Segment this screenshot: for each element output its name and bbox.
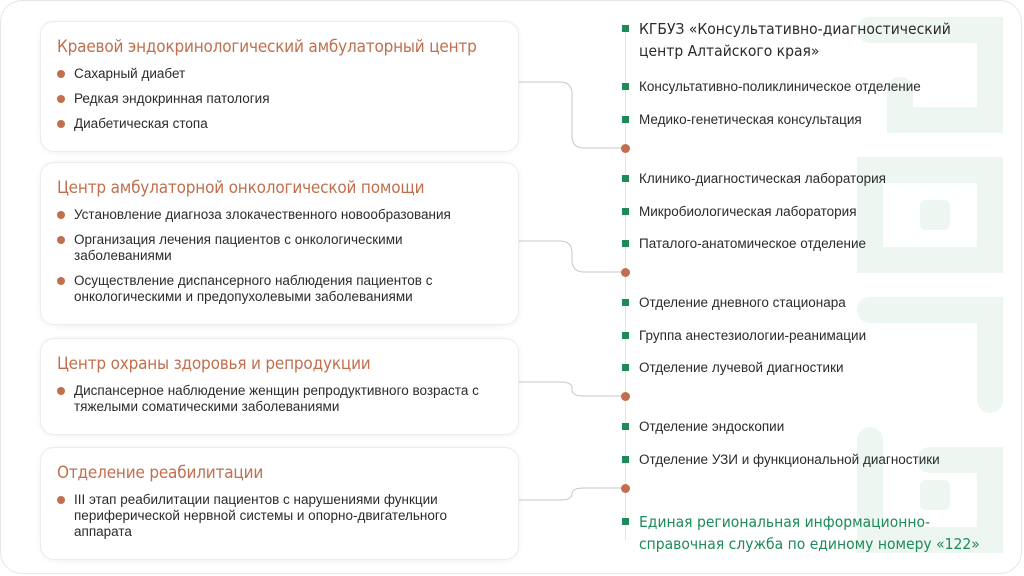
card-rehabilitation: Отделение реабилитации III этап реабилит… bbox=[40, 447, 519, 560]
department-item: Медико-генетическая консультация bbox=[622, 112, 982, 128]
connector-dot bbox=[621, 484, 630, 493]
helpline-footer: Единая региональная информационно-справо… bbox=[622, 511, 982, 555]
list-item: III этап реабилитации пациентов с наруше… bbox=[57, 492, 502, 540]
department-item: Отделение эндоскопии bbox=[622, 419, 982, 435]
card-oncology: Центр амбулаторной онкологической помощи… bbox=[40, 162, 519, 325]
card-title: Краевой эндокринологический амбулаторный… bbox=[57, 37, 477, 57]
department-item: Микробиологическая лаборатория bbox=[622, 204, 982, 220]
department-item: Клинико-диагностическая лаборатория bbox=[622, 171, 982, 187]
list-item: Редкая эндокринная патология bbox=[57, 91, 502, 107]
card-endocrinology: Краевой эндокринологический амбулаторный… bbox=[40, 21, 519, 152]
department-item: Отделение дневного стационара bbox=[622, 295, 982, 311]
list-item: Диспансерное наблюдение женщин репродукт… bbox=[57, 383, 502, 415]
list-item: Сахарный диабет bbox=[57, 66, 502, 82]
department-item: Отделение УЗИ и функциональной диагности… bbox=[622, 452, 982, 468]
connector-dot bbox=[621, 392, 630, 401]
department-item: Группа анестезиологии-реанимации bbox=[622, 328, 982, 344]
department-item: Отделение лучевой диагностики bbox=[622, 360, 982, 376]
list-item: Осуществление диспансерного наблюдения п… bbox=[57, 273, 502, 305]
list-item: Организация лечения пациентов с онкологи… bbox=[57, 232, 502, 264]
department-item: Консультативно-поликлиническое отделение bbox=[622, 79, 982, 95]
card-title: Отделение реабилитации bbox=[57, 463, 264, 483]
list-item: Установление диагноза злокачественного н… bbox=[57, 207, 502, 223]
connector-dot bbox=[621, 144, 630, 153]
list-item: Диабетическая стопа bbox=[57, 116, 502, 132]
connector-dot bbox=[621, 268, 630, 277]
center-title: КГБУЗ «Консультативно-диагностический це… bbox=[622, 18, 982, 62]
card-reproduction: Центр охраны здоровья и репродукции Дисп… bbox=[40, 338, 519, 435]
card-title: Центр амбулаторной онкологической помощи bbox=[57, 178, 425, 198]
card-title: Центр охраны здоровья и репродукции bbox=[57, 354, 371, 374]
department-item: Паталого-анатомическое отделение bbox=[622, 236, 982, 252]
